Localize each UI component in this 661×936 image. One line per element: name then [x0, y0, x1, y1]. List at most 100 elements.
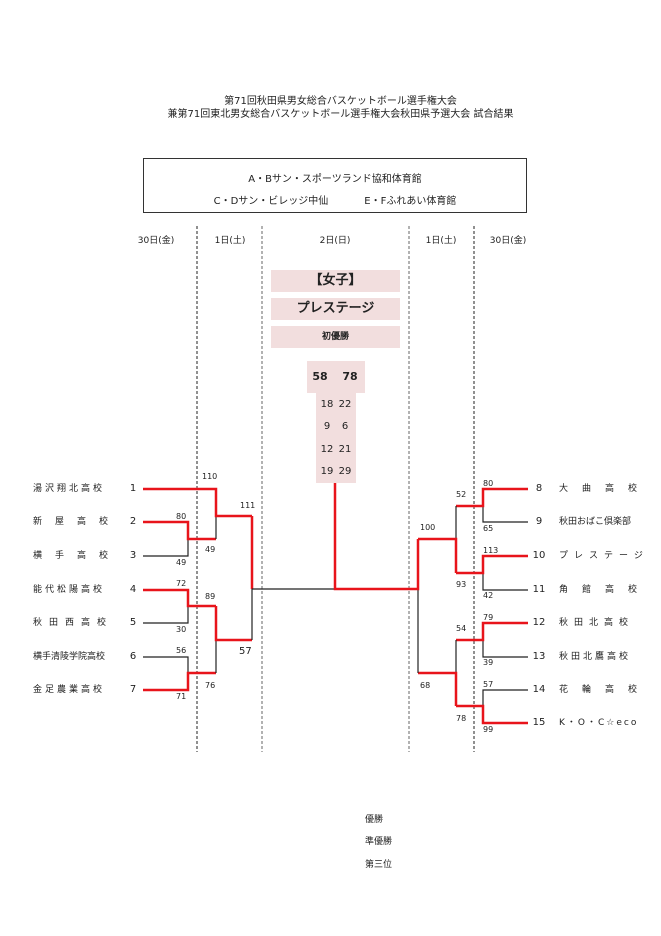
day-label-right-r2: 1日(土) [425, 236, 457, 246]
score-right-r1-15: 99 [483, 725, 493, 734]
bracket-line-winner [143, 520, 216, 541]
gender-label: 【女子】 [271, 270, 400, 292]
day-label-final: 2日(日) [319, 236, 351, 246]
score-left-r1-2: 80 [176, 512, 186, 521]
venue-ef: E・Fふれあい体育館 [364, 196, 457, 207]
champion-note: 初優勝 [271, 326, 400, 348]
bracket-line-loser [482, 573, 528, 591]
title-line-2: 兼第71回東北男女総合バスケットボール選手権大会秋田県予選大会 試合結果 [167, 109, 514, 120]
period-2-left: 9 [323, 421, 331, 432]
venue-line-2: C・Dサン・ビレッジ中仙 E・Fふれあい体育館 [144, 192, 526, 207]
period-scores-box: 18 22 9 6 12 21 19 29 [316, 393, 356, 483]
bracket-line-loser [482, 506, 528, 523]
seed-1: 1 [129, 483, 137, 494]
seed-11: 11 [532, 584, 546, 595]
bracket-line-winner [456, 704, 528, 725]
final-score-box: 58 78 [307, 361, 365, 393]
day-label-left-r2: 1日(土) [214, 236, 246, 246]
team-right-11: 角館高校 [559, 585, 652, 595]
seed-6: 6 [129, 651, 137, 662]
score-left-r1-7: 71 [176, 692, 186, 701]
bracket-line-loser [143, 656, 189, 673]
final-score-left: 58 [312, 370, 328, 383]
period-4-right: 29 [338, 466, 352, 477]
score-right-r2a-bottom: 93 [456, 580, 466, 589]
team-right-8: 大曲高校 [559, 484, 652, 494]
score-left-r1-5: 30 [176, 625, 186, 634]
bracket-line-winner [456, 621, 528, 642]
bracket-line-winner [456, 487, 528, 508]
team-right-10: プレステージ [559, 551, 649, 561]
score-right-r1-14: 57 [483, 680, 493, 689]
placing-runner-up: 準優勝 [365, 837, 393, 847]
score-left-semi-bottom: 57 [239, 646, 252, 657]
score-right-r1-11: 42 [483, 591, 493, 600]
score-left-r1-3: 49 [176, 558, 186, 567]
score-left-r2-w45: 89 [205, 592, 215, 601]
placing-champion: 優勝 [365, 815, 384, 825]
team-left-4: 能代松陽高校 [33, 585, 106, 595]
score-left-r1-6: 56 [176, 646, 186, 655]
score-right-r1-9: 65 [483, 524, 493, 533]
period-3-left: 12 [320, 444, 334, 455]
score-right-r1-10: 113 [483, 546, 498, 555]
team-left-2: 新屋高校 [33, 517, 122, 527]
seed-8: 8 [535, 483, 543, 494]
seed-9: 9 [535, 516, 543, 527]
period-1-right: 22 [338, 399, 352, 410]
placing-third: 第三位 [365, 860, 393, 870]
final-score-right: 78 [342, 370, 358, 383]
team-left-3: 横手高校 [33, 551, 122, 561]
score-left-semi-top: 111 [240, 501, 255, 510]
score-left-r2-1: 110 [202, 472, 217, 481]
team-right-14: 花輪高校 [559, 685, 652, 695]
score-right-r2b-bottom: 78 [456, 714, 466, 723]
period-3-right: 21 [338, 444, 352, 455]
team-left-1: 湯沢翔北高校 [33, 484, 106, 494]
period-4-left: 19 [320, 466, 334, 477]
score-right-r2a-top: 52 [456, 490, 466, 499]
seed-14: 14 [532, 684, 546, 695]
seed-4: 4 [129, 584, 137, 595]
score-right-r2b-top: 54 [456, 624, 466, 633]
seed-10: 10 [532, 550, 546, 561]
seed-7: 7 [129, 684, 137, 695]
day-label-right-r1: 30日(金) [489, 236, 527, 246]
team-left-7: 金足農業高校 [33, 685, 106, 695]
team-left-5: 秋田西高校 [33, 618, 114, 628]
team-left-6: 横手清陵学院高校 [33, 652, 106, 662]
team-right-9: 秋田おばこ倶楽部 [559, 517, 632, 527]
champion-name: プレステージ [271, 298, 400, 320]
bracket-line-loser [143, 539, 189, 557]
score-right-r1-12: 79 [483, 613, 493, 622]
seed-12: 12 [532, 617, 546, 628]
bracket-line-winner [143, 671, 216, 692]
bracket-line-winner [418, 537, 458, 573]
seed-13: 13 [532, 651, 546, 662]
bracket-line-loser [482, 689, 528, 706]
score-left-r2-w67: 76 [205, 681, 215, 690]
title-line-1: 第71回秋田県男女総合バスケットボール選手権大会 [224, 96, 457, 107]
score-right-r1-13: 39 [483, 658, 493, 667]
seed-3: 3 [129, 550, 137, 561]
venue-cd: C・Dサン・ビレッジ中仙 [213, 196, 329, 207]
score-left-r2-w23: 49 [205, 545, 215, 554]
bracket-line-loser [143, 606, 189, 624]
score-right-r1-8: 80 [483, 479, 493, 488]
bracket-line-champion [333, 483, 420, 591]
bracket-line-winner [143, 487, 252, 518]
seed-5: 5 [129, 617, 137, 628]
venue-ab: A・Bサン・スポーツランド協和体育館 [248, 174, 422, 185]
seed-15: 15 [532, 717, 546, 728]
venue-box: A・Bサン・スポーツランド協和体育館 C・Dサン・ビレッジ中仙 E・Fふれあい体育… [143, 158, 527, 213]
score-left-r1-4: 72 [176, 579, 186, 588]
team-right-12: 秋田北高校 [559, 618, 635, 628]
bracket-line-winner [456, 554, 528, 575]
bracket-line-winner [143, 588, 216, 608]
team-right-15: K・O・C☆eco [559, 718, 639, 728]
bracket-line-winner [418, 671, 458, 706]
bracket-line-loser [482, 640, 528, 658]
team-right-13: 秋田北鷹高校 [559, 652, 632, 662]
period-1-left: 18 [320, 399, 334, 410]
